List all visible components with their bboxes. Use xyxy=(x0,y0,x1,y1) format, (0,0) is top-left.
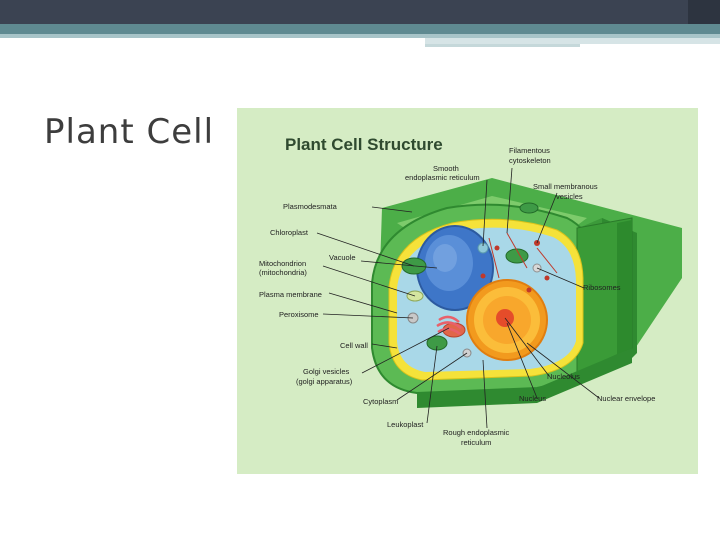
label-plasma-membrane: Plasma membrane xyxy=(259,290,322,299)
label-golgi-2: (golgi apparatus) xyxy=(296,377,353,386)
label-peroxisome: Peroxisome xyxy=(279,310,319,319)
label-rough-er: Rough endoplasmic xyxy=(443,428,510,437)
diagram-title: Plant Cell Structure xyxy=(285,135,443,154)
label-mitochondrion: Mitochondrion xyxy=(259,259,306,268)
label-vacuole: Vacuole xyxy=(329,253,356,262)
label-chloroplast: Chloroplast xyxy=(270,228,309,237)
top-header-accent xyxy=(688,0,720,24)
label-small-vesicles: Small membranous xyxy=(533,182,598,191)
label-cytoplasm: Cytoplasm xyxy=(363,397,398,406)
label-plasmodesmata: Plasmodesmata xyxy=(283,202,338,211)
top-header-bar xyxy=(0,0,720,24)
slide-title: Plant Cell xyxy=(44,112,214,152)
label-golgi: Golgi vesicles xyxy=(303,367,350,376)
label-leukoplast: Leukoplast xyxy=(387,420,424,429)
label-smooth-er-2: endoplasmic reticulum xyxy=(405,173,480,182)
header-accent-stripe-faint-short xyxy=(425,44,580,47)
label-nuclear-envelope: Nuclear envelope xyxy=(597,394,655,403)
label-ribosomes: Ribosomes xyxy=(583,283,621,292)
plant-cell-diagram: Plant Cell Structure xyxy=(237,108,698,474)
label-smooth-er: Smooth xyxy=(433,164,459,173)
label-nucleolus: Nucleolus xyxy=(547,372,580,381)
label-rough-er-2: reticulum xyxy=(461,438,491,447)
label-mitochondrion-2: (mitochondria) xyxy=(259,268,307,277)
label-nucleus: Nucleus xyxy=(519,394,546,403)
label-small-vesicles-2: vesicles xyxy=(556,192,583,201)
label-filamentous-cytoskeleton: Filamentous xyxy=(509,146,550,155)
label-filamentous-cytoskeleton-2: cytoskeleton xyxy=(509,156,551,165)
header-accent-stripe xyxy=(0,24,720,34)
label-cell-wall: Cell wall xyxy=(340,341,368,350)
